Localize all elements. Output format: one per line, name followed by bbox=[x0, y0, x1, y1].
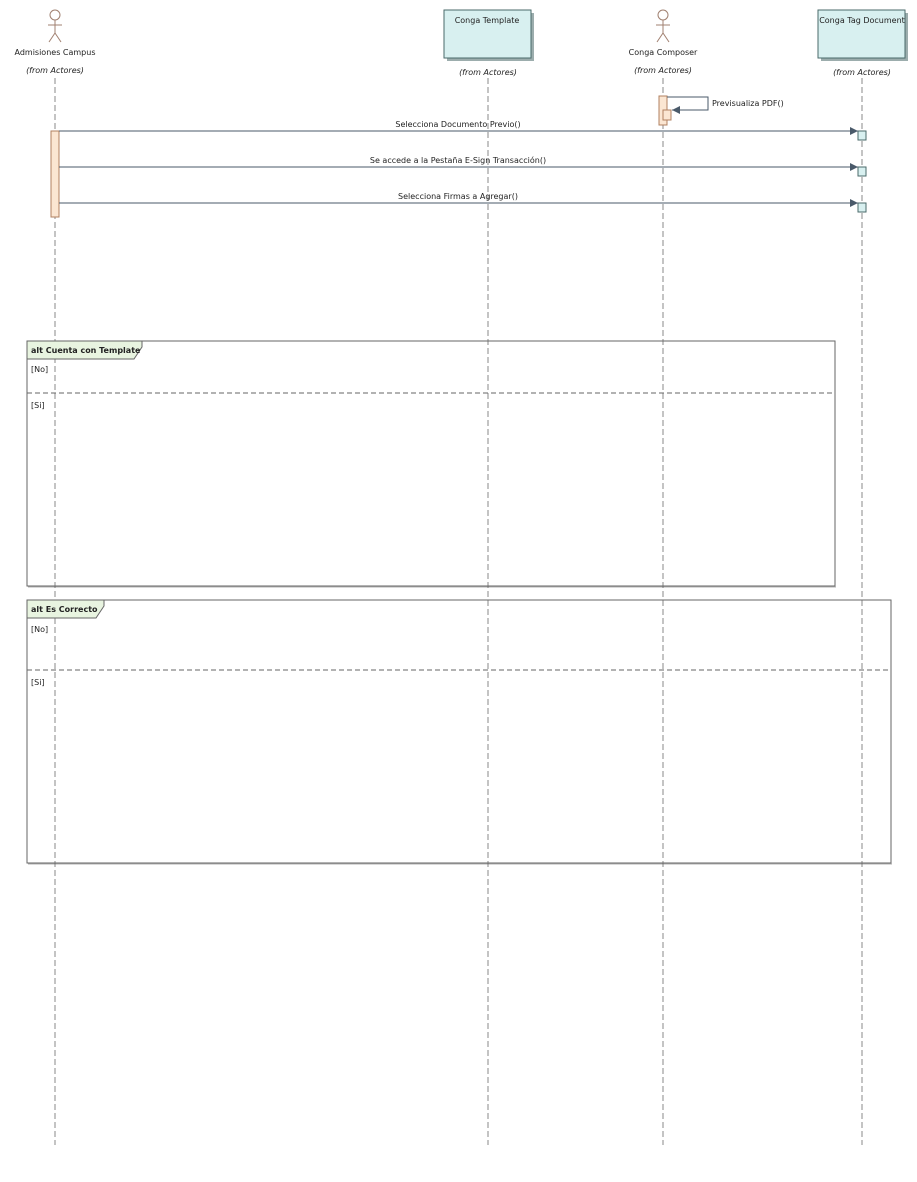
participant-name: Admisiones Campus bbox=[14, 48, 95, 57]
message-selecciona-firmas[interactable]: Selecciona Firmas a Agregar() bbox=[59, 192, 858, 207]
message-label: Selecciona Firmas a Agregar() bbox=[398, 192, 518, 201]
fragment-title: alt Es Correcto bbox=[31, 605, 98, 614]
message-label: Se accede a la Pestaña E-Sign Transacció… bbox=[370, 155, 546, 165]
participant-stereotype: (from Actores) bbox=[833, 68, 891, 77]
participant-stereotype: (from Actores) bbox=[634, 66, 692, 75]
activation-bar-tagdoc-3 bbox=[857, 202, 867, 213]
message-selecciona-documento[interactable]: Selecciona Documento Previo() bbox=[59, 120, 858, 135]
actor-composer[interactable]: Conga Composer (from Actores) bbox=[629, 9, 698, 75]
actor-figure-icon bbox=[656, 9, 670, 43]
actor-figure-icon bbox=[48, 9, 62, 43]
participant-name: Conga Template bbox=[455, 16, 520, 25]
fragment-title: alt Cuenta con Template bbox=[31, 346, 141, 355]
guard-label: [No] bbox=[31, 365, 48, 374]
activation-bar-tagdoc-1 bbox=[857, 130, 867, 141]
fragment-header bbox=[26, 340, 143, 360]
activation-bar-composer-nested bbox=[662, 109, 672, 121]
guard-label: [No] bbox=[31, 625, 48, 634]
participant-stereotype: (from Actores) bbox=[26, 66, 84, 75]
class-box-tagdoc[interactable]: Conga Tag Document (from Actores) bbox=[817, 9, 908, 77]
fragment-header bbox=[26, 599, 105, 619]
participant-name: Conga Composer bbox=[629, 48, 698, 57]
class-box-template[interactable]: Conga Template (from Actores) bbox=[443, 9, 534, 77]
message-label: Selecciona Documento Previo() bbox=[395, 120, 520, 129]
message-self-previsualiza[interactable]: Previsualiza PDF() bbox=[667, 96, 784, 114]
participant-stereotype: (from Actores) bbox=[459, 68, 517, 77]
guard-label: [Si] bbox=[31, 401, 45, 410]
message-pestana-esign[interactable]: Se accede a la Pestaña E-Sign Transacció… bbox=[59, 155, 858, 171]
guard-label: [Si] bbox=[31, 678, 45, 687]
fragment-alt-es-correcto[interactable]: alt Es Correcto [No] [Si] bbox=[26, 599, 892, 865]
activation-bar-tagdoc-2 bbox=[857, 166, 867, 177]
activation-bar-admisiones bbox=[50, 130, 60, 218]
fragment-alt-cuenta-con-template[interactable]: alt Cuenta con Template [No] [Si] bbox=[26, 340, 836, 588]
message-label: Previsualiza PDF() bbox=[712, 99, 784, 108]
participant-name: Conga Tag Document bbox=[819, 16, 905, 25]
actor-admisiones[interactable]: Admisiones Campus (from Actores) bbox=[14, 9, 96, 75]
